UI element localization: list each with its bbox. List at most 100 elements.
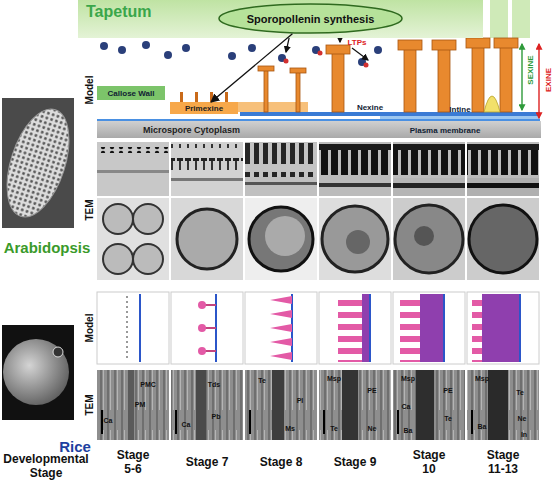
scale-bars — [101, 410, 103, 434]
ellipse-shape — [219, 4, 402, 33]
row-label: TEM — [84, 394, 95, 415]
tem-annotation: Ca — [182, 421, 191, 428]
arabidopsis-tem-wall — [97, 142, 539, 196]
axis-label: Developmental Stage — [0, 452, 92, 480]
rice-model-panels — [338, 294, 362, 362]
arabidopsis-tem-wall — [393, 142, 465, 178]
tem-annotation: Ca — [402, 403, 411, 410]
probacula-rods — [180, 92, 228, 102]
rice-model-panels — [420, 294, 444, 362]
arabidopsis-tem-cell — [133, 244, 163, 274]
probacula-rods — [195, 92, 198, 102]
arabidopsis-tem-wall — [171, 142, 243, 196]
bacula-columns — [500, 46, 512, 112]
arabidopsis-tem-wall — [97, 142, 169, 196]
rice-model-panels — [126, 296, 128, 360]
arabidopsis-tem-cell — [414, 226, 434, 246]
row-label: Model — [84, 76, 95, 105]
tem-annotation: Tds — [208, 381, 220, 388]
bacula-columns — [494, 38, 518, 48]
species-label: Arabidopsis — [4, 239, 91, 256]
rice-model-panels — [198, 301, 206, 309]
scale-bars — [249, 410, 251, 434]
scale-bars — [175, 410, 177, 434]
arabidopsis-tem-cell — [322, 206, 388, 272]
rice-tem-panels — [128, 370, 134, 440]
tem-annotation: Te — [516, 389, 524, 396]
rice-tem-panels — [97, 370, 169, 440]
exine-brackets — [522, 44, 539, 118]
bacula-columns — [438, 48, 450, 112]
arabidopsis-tem-wall — [393, 142, 465, 196]
bacula-columns — [296, 72, 300, 112]
rice-sem-image — [53, 347, 63, 357]
arabidopsis-tem-wall — [319, 183, 391, 187]
tem-annotation: PE — [367, 387, 376, 394]
arabidopsis-tem-wall — [467, 142, 539, 178]
bacula-columns — [258, 38, 518, 112]
row-label: TEM — [84, 199, 95, 220]
ltp-particles — [318, 51, 323, 56]
sporopollenin-particles — [182, 44, 190, 52]
rice-model-panels — [139, 294, 141, 362]
rice-model-panels — [97, 292, 169, 364]
rice-model-panels — [467, 292, 539, 364]
sporopollenin-particles — [118, 46, 126, 54]
tem-annotation: PMC — [140, 381, 156, 388]
tem-annotation: Ba — [404, 427, 413, 434]
rice-model-panels — [319, 292, 391, 364]
arabidopsis-sem-image — [0, 101, 81, 224]
arabidopsis-tem-cell — [245, 198, 317, 280]
rice-model-panels — [472, 294, 482, 362]
scale-bars — [102, 410, 472, 434]
tem-annotation: Msp — [475, 375, 489, 382]
tem-annotation: Te — [258, 377, 266, 384]
arabidopsis-tem-cell — [171, 198, 243, 280]
pollenkitt-dome — [484, 96, 500, 112]
sporopollenin-particles — [100, 42, 108, 50]
arabidopsis-tem-wall — [97, 147, 169, 153]
ltp-particles — [284, 51, 369, 68]
bacula-columns — [432, 40, 456, 50]
arabidopsis-tem-cell — [467, 198, 539, 280]
arabidopsis-tem-cell — [177, 209, 237, 269]
arabidopsis-tem-cell — [265, 216, 305, 256]
exine-model-layers — [240, 112, 540, 116]
rice-sem-image — [3, 339, 69, 405]
rice-model-panels — [443, 294, 445, 362]
tem-annotation: Ne — [518, 415, 527, 422]
tapetum-blocks — [490, 0, 508, 38]
arabidopsis-tem-cell — [133, 204, 163, 234]
arabidopsis-tem-cell — [395, 205, 463, 273]
rice-tem-panels — [196, 370, 206, 440]
tapetum-blocks — [490, 0, 530, 38]
rice-model-panels — [400, 294, 420, 362]
rice-model-panels — [369, 294, 371, 362]
rice-model-panels — [362, 294, 370, 362]
sporopollenin-particles — [142, 41, 150, 49]
node-text: Callose Wall — [108, 89, 155, 98]
bacula-columns — [466, 38, 490, 48]
bacula-columns — [332, 52, 344, 112]
bacula-columns — [264, 70, 268, 112]
rice-model-panels — [171, 292, 243, 364]
layer-label: SEXINE — [526, 55, 535, 84]
arabidopsis-tem-wall — [171, 178, 243, 181]
tem-annotation: Te — [444, 415, 452, 422]
tapetum-blocks — [512, 0, 530, 38]
tem-annotation: Msp — [401, 375, 415, 382]
node-text: Microspore Cytoplasm — [143, 125, 240, 135]
primexine-band: Primexine — [170, 102, 238, 114]
tem-annotation: Ca — [104, 417, 113, 424]
rice-tem-panels — [97, 370, 539, 440]
tem-annotation: PE — [443, 387, 452, 394]
rice-model-panels — [198, 347, 206, 355]
stage-label: Stage 7 — [185, 455, 229, 469]
layer-label: Intine — [449, 105, 470, 114]
rice-model-panels — [198, 324, 206, 332]
sporopollenin-particles — [228, 52, 236, 60]
stage-label: Stage 11-13 — [481, 448, 525, 476]
rice-model-panels — [270, 352, 292, 360]
scale-bars — [323, 410, 325, 434]
